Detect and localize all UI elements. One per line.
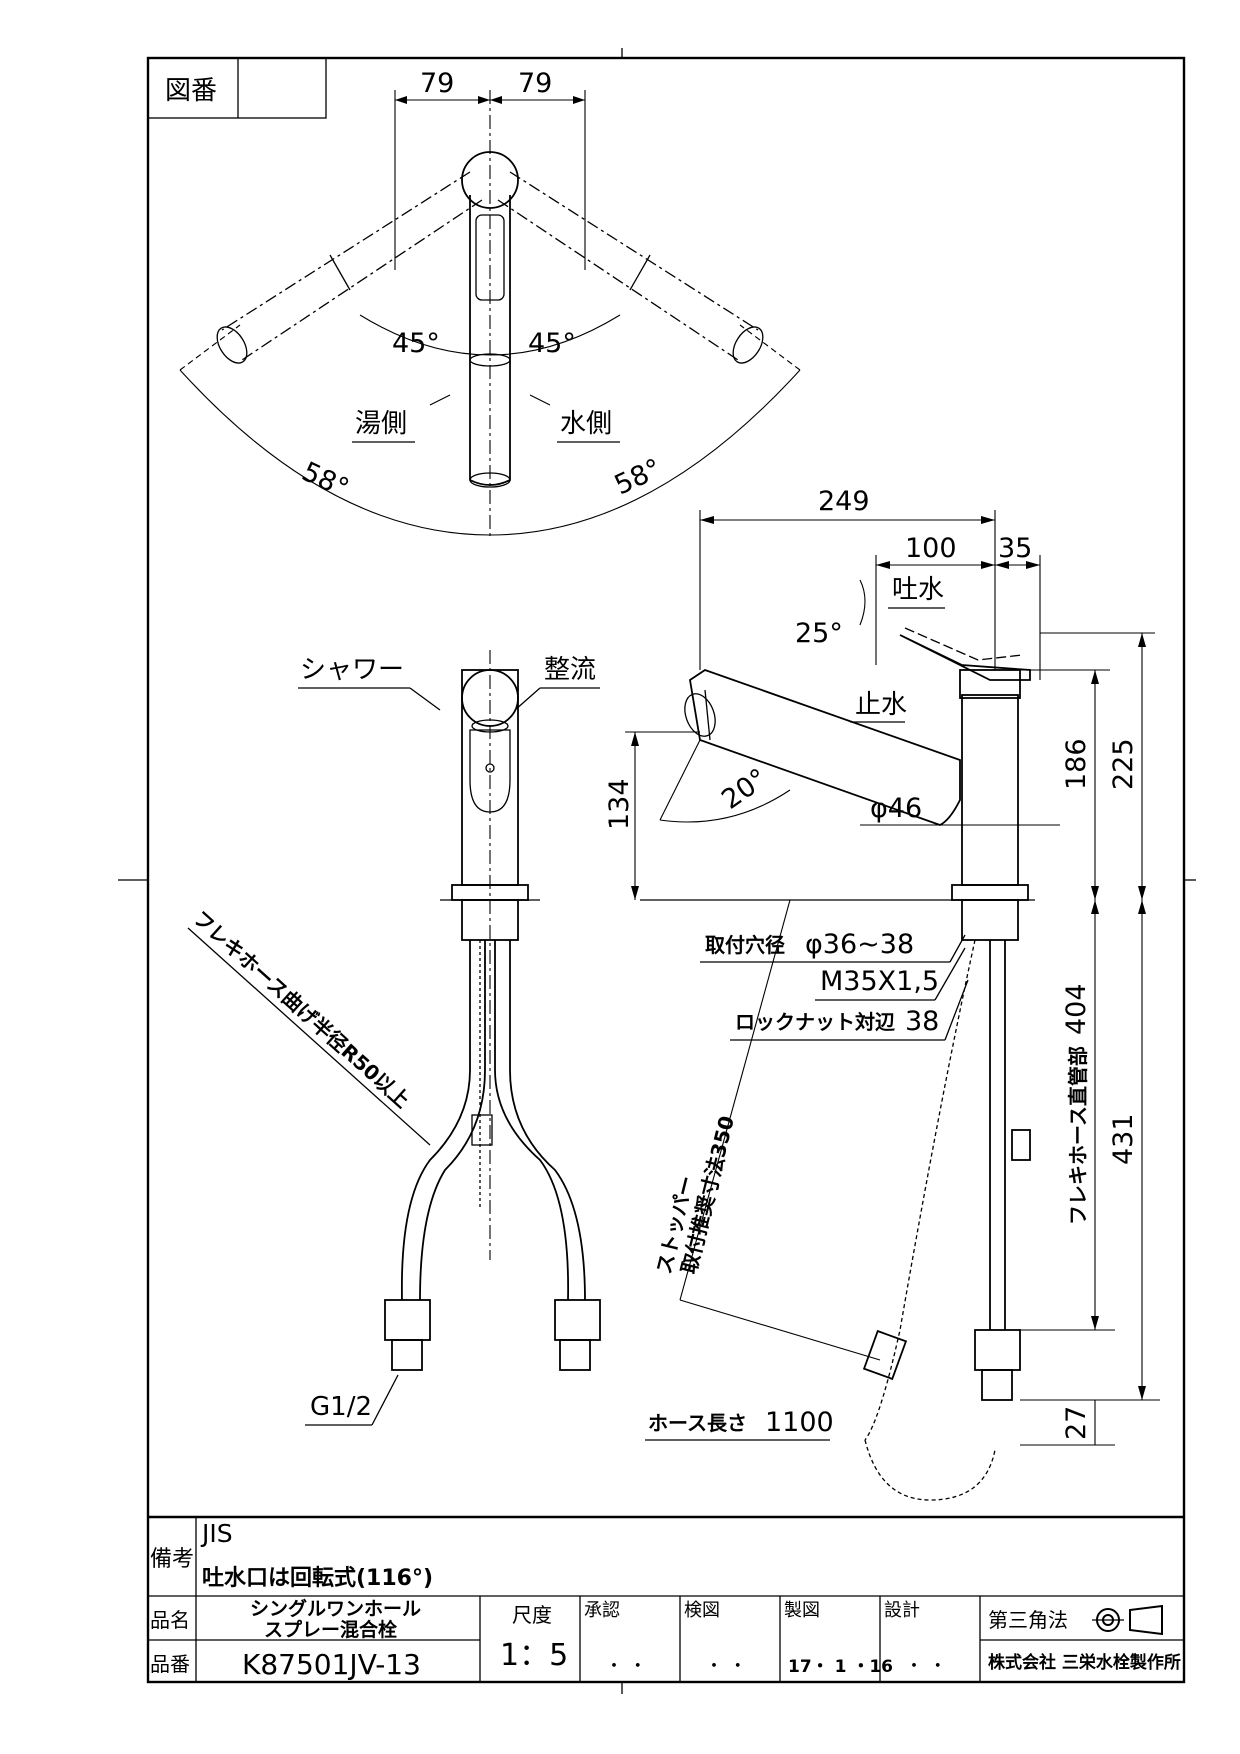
side-view: 249 100 35 吐水 25° 止水 186 225 134 20° φ [604,486,1160,1501]
remarks-spout-rotation: 吐水口は回転式(116°) [202,1565,433,1591]
projection-label: 第三角法 [988,1608,1068,1632]
thread-g12-label: G1/2 [310,1392,372,1422]
cold-side-label: 水側 [560,409,612,439]
third-angle-projection-icon [1092,1604,1163,1636]
remarks-jis: JIS [200,1519,233,1548]
dim-431: 431 [1108,1113,1139,1165]
spout-water-label: 吐水 [892,575,944,605]
scale-label: 尺度 [512,1603,552,1627]
lever-side [899,634,1031,681]
lever-handle-left-phantom [216,171,483,364]
hose-stopper [862,1329,908,1381]
hole-label: 取付穴径 [705,933,785,957]
drawing-number-box: 図番 [147,57,327,119]
product-name-label: 品名 [150,1608,190,1632]
locknut-value: 38 [905,1006,939,1037]
spray-hose-coil [864,939,976,1441]
hole-value: φ36~38 [805,929,914,960]
cold-supply-hose [494,940,570,1301]
thread-spec: M35X1,5 [820,966,939,997]
dim-100: 100 [905,533,957,564]
dim-186: 186 [1061,738,1092,790]
approval-date: ・ ・ [605,1656,647,1677]
flex-pipe-label: フレキホース直管部 [1066,1046,1090,1225]
product-number-label: 品番 [150,1652,190,1676]
remarks-label: 備考 [150,1547,194,1572]
angle-58-left: 58° [297,456,353,504]
dim-35: 35 [998,533,1032,564]
dim-27: 27 [1061,1406,1092,1440]
stop-water-label: 止水 [855,690,907,720]
product-name-line1: シングルワンホール [250,1597,421,1620]
cold-valve-fitting [554,1299,601,1341]
product-number: K87501JV-13 [242,1648,421,1681]
design-label: 設計 [884,1600,920,1621]
drafting-date: 17・ 1 ・16 [788,1657,893,1677]
dim-79-left: 79 [420,68,454,99]
lever-handle-right-phantom [497,171,764,364]
hot-valve-fitting [384,1299,431,1341]
lever-hub [461,151,519,209]
angle-45-left: 45° [392,328,440,359]
drawing-number-label: 図番 [165,76,217,106]
faucet-body-side [961,694,1019,886]
inspection-date: ・ ・ [705,1656,747,1677]
dim-225: 225 [1108,738,1139,790]
design-date: ・ ・ [905,1656,947,1677]
scale-value: 1：5 [500,1638,568,1673]
hot-supply-hose [400,940,471,1301]
title-block: 備考 JIS 吐水口は回転式(116°) 品名 シングルワンホール スプレー混合… [148,1515,1184,1682]
front-view: シャワー 整流 フレキホース曲げ半径R50以上 G1/2 [187,650,601,1426]
company-name: 株式会社 三栄水栓製作所 [988,1652,1181,1673]
dim-249: 249 [818,486,870,517]
hose-length-label: ホース長さ [648,1411,747,1435]
diameter-46: φ46 [870,793,922,824]
locknut-label: ロックナット対辺 [735,1010,895,1034]
angle-25: 25° [795,618,843,649]
stream-label: 整流 [544,655,596,685]
spray-head-front [461,669,519,727]
dim-404: 404 [1061,983,1092,1035]
hot-side-label: 湯側 [355,409,407,439]
angle-20: 20° [716,763,773,816]
dim-79-right: 79 [518,68,552,99]
approval-label: 承認 [584,1600,620,1621]
bend-radius-note: フレキホース曲げ半径R50以上 [189,906,415,1113]
inspection-label: 検図 [684,1600,720,1621]
top-view: 79 79 45° 45° 58° 58° 湯側 水側 [179,68,801,540]
drawing-border [146,56,1186,1684]
drafting-label: 製図 [784,1600,820,1621]
angle-58-right: 58° [610,453,666,501]
shower-label: シャワー [300,655,404,685]
hose-length-value: 1100 [765,1407,834,1438]
angle-45-right: 45° [528,328,576,359]
product-name-line2: スプレー混合栓 [264,1618,397,1641]
dim-134: 134 [604,778,635,830]
